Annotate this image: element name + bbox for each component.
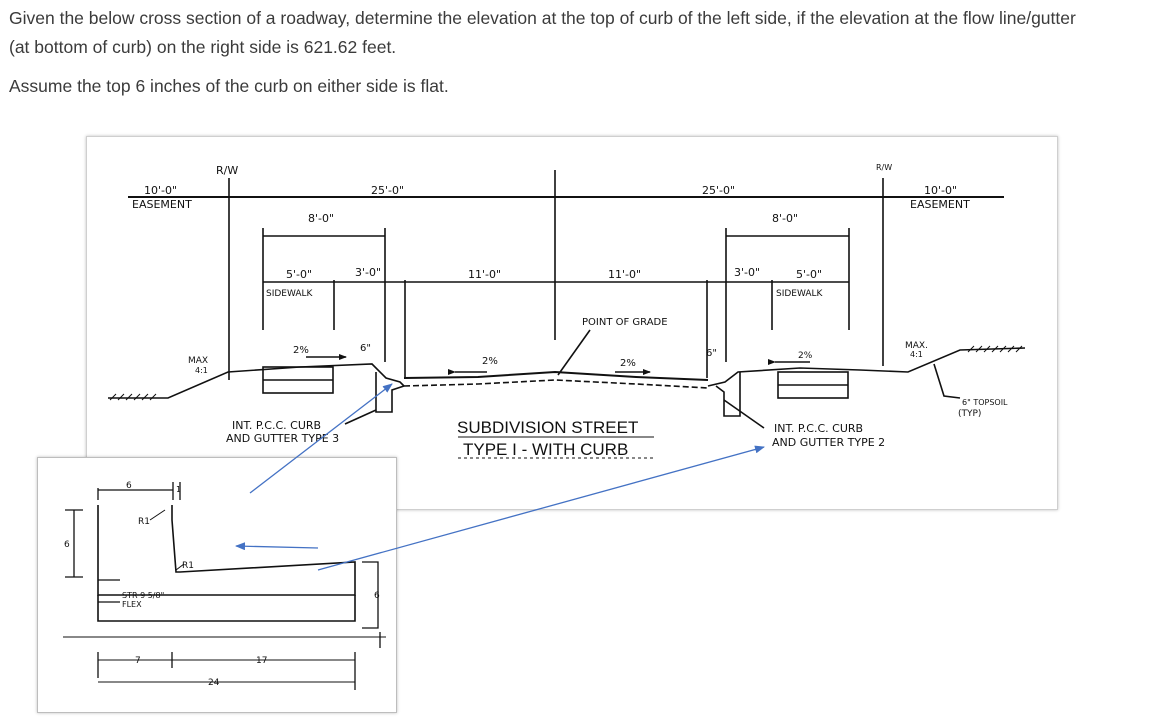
curb-height-right: 6" <box>706 348 717 359</box>
topsoil-leader <box>933 363 961 399</box>
road-surface <box>403 370 709 381</box>
cross-section-figure-frame <box>86 136 1058 510</box>
ground-right <box>707 347 1026 387</box>
max-slope-right: MAX. <box>905 341 928 351</box>
curb-type-left-line2: AND GUTTER TYPE 3 <box>226 432 339 445</box>
callout-arrows <box>235 383 765 571</box>
inset-dim-24: 24 <box>208 678 220 688</box>
inset-r1-upper: R1 <box>138 517 150 527</box>
curb-profile <box>97 505 356 596</box>
slope-walk-right: 2% <box>798 351 813 361</box>
inset-right-height: 6 <box>374 591 380 601</box>
point-of-grade-leader <box>557 329 591 376</box>
curb-type-right-line2: AND GUTTER TYPE 2 <box>772 436 885 449</box>
question-text: Given the below cross section of a roadw… <box>9 4 1154 101</box>
question-line-1: Given the below cross section of a roadw… <box>9 8 1076 28</box>
slope-walk-left: 2% <box>293 345 309 356</box>
curb-left <box>375 372 405 413</box>
walk-total-left: 8'-0" <box>308 212 334 225</box>
sidewalk-width-right: 5'-0" <box>796 268 822 281</box>
ground-hatch-left <box>109 393 157 401</box>
easement-left-dim: 10'-0" <box>144 184 177 197</box>
inset-dim-7: 7 <box>135 656 141 666</box>
assumption-line: Assume the top 6 inches of the curb on e… <box>9 76 449 96</box>
rw-right-label: R/W <box>876 163 892 172</box>
sidewalk-right-label: SIDEWALK <box>776 289 824 299</box>
inset-left-height: 6 <box>64 540 70 550</box>
lane-left: 11'-0" <box>468 268 501 281</box>
sidewalk-width-left: 5'-0" <box>286 268 312 281</box>
curb-right <box>715 372 741 417</box>
inset-dim-17: 17 <box>256 656 267 666</box>
parkway-left: 3'-0" <box>355 266 381 279</box>
callout-arrow-curb <box>249 383 393 494</box>
half-row-right: 25'-0" <box>702 184 735 197</box>
callout-arrow-right-curb <box>317 445 765 571</box>
inset-top-dim: 6 <box>126 481 132 491</box>
easement-left-label: EASEMENT <box>132 198 192 211</box>
cross-section <box>108 170 1026 459</box>
question-line-2: (at bottom of curb) on the right side is… <box>9 37 397 57</box>
walk-total-right: 8'-0" <box>772 212 798 225</box>
callout-arrow-inset <box>235 542 319 551</box>
rw-left-label: R/W <box>216 164 238 177</box>
sidewalk-left-label: SIDEWALK <box>266 289 314 299</box>
street-subtitle: TYPE I - WITH CURB <box>463 440 628 459</box>
ratio-left: 4:1 <box>195 366 208 375</box>
ground-left <box>108 363 405 399</box>
curb-detail-inset-frame <box>37 457 397 713</box>
curb-type-left-line1: INT. P.C.C. CURB <box>232 419 321 432</box>
inset-r1-lower: R1 <box>182 561 194 571</box>
inset-note-1: STR 9 5/8" <box>122 591 164 600</box>
lane-right: 11'-0" <box>608 268 641 281</box>
easement-right-dim: 10'-0" <box>924 184 957 197</box>
topsoil-label-2: (TYP) <box>958 409 981 419</box>
curb-detail-drawing <box>63 482 386 690</box>
curb-type-right-line1: INT. P.C.C. CURB <box>774 422 863 435</box>
easement-right-label: EASEMENT <box>910 198 970 211</box>
parkway-right: 3'-0" <box>734 266 760 279</box>
half-row-left: 25'-0" <box>371 184 404 197</box>
slope-road-left: 2% <box>482 356 498 367</box>
road-base <box>403 379 709 389</box>
max-slope-left: MAX <box>188 356 208 366</box>
topsoil-label-1: 6" TOPSOIL <box>962 398 1008 407</box>
point-of-grade-label: POINT OF GRADE <box>582 317 668 328</box>
ratio-right: 4:1 <box>910 350 923 359</box>
curb-height-left: 6" <box>360 343 371 354</box>
inset-note-2: FLEX <box>122 600 142 609</box>
street-title: SUBDIVISION STREET <box>457 418 638 437</box>
slope-road-right: 2% <box>620 358 636 369</box>
ground-hatch-right <box>967 345 1023 353</box>
inset-top-small: 1 <box>176 485 181 494</box>
